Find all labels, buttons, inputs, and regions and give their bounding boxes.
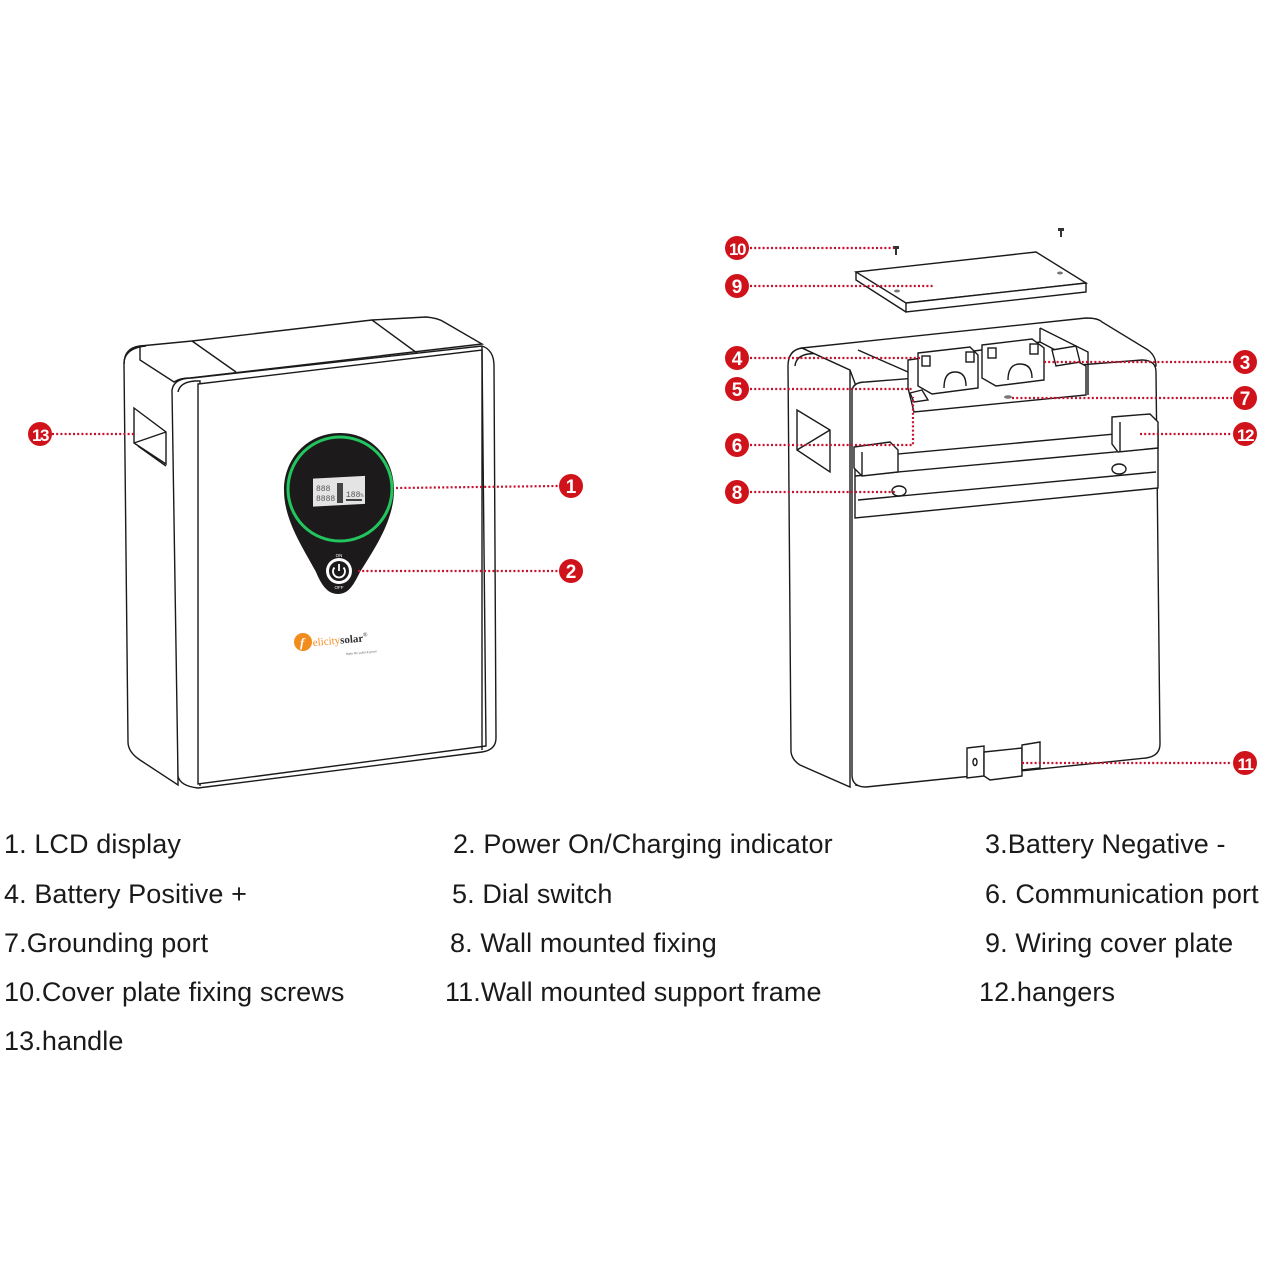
svg-text:11: 11	[1238, 755, 1254, 774]
legend-item-11: 11.Wall mounted support frame	[445, 977, 822, 1007]
legend-item-6: 6. Communication port	[985, 879, 1259, 909]
legend-item-3: 3.Battery Negative -	[985, 829, 1226, 859]
svg-text:3: 3	[1240, 353, 1251, 374]
callout-4: 4	[725, 346, 749, 370]
callout-11: 11	[1233, 751, 1257, 775]
legend-item-7: 7.Grounding port	[4, 928, 209, 958]
callout-9: 9	[725, 274, 749, 298]
ground-tab	[1051, 345, 1081, 367]
hanger-right	[1111, 413, 1159, 453]
fixing-screw-left-icon	[893, 246, 899, 255]
legend-item-10: 10.Cover plate fixing screws	[4, 977, 345, 1007]
battery-diagram: 888 8888 188% ON OFF f elicitysolar® Mak…	[28, 228, 1257, 789]
logo-letter: f	[300, 635, 306, 650]
svg-text:5: 5	[732, 380, 743, 401]
lcd-row1: 888	[316, 485, 331, 494]
svg-text:8: 8	[732, 483, 743, 504]
legend-item-12: 12.hangers	[979, 977, 1116, 1007]
grounding-port	[1004, 395, 1012, 399]
battery-side-panel	[123, 345, 179, 787]
front-view-battery: 888 8888 188% ON OFF f elicitysolar® Mak…	[123, 316, 497, 789]
display-bezel: 888 8888 188% ON OFF	[284, 433, 394, 594]
svg-text:1: 1	[566, 477, 577, 498]
charging-indicator-ring	[286, 435, 394, 543]
battery-top-panel	[139, 316, 485, 383]
callout-3: 3	[1233, 350, 1257, 374]
callout-8: 8	[725, 480, 749, 504]
svg-text:6: 6	[732, 436, 743, 457]
power-off-label: OFF	[335, 585, 344, 590]
back-view-battery	[787, 228, 1161, 789]
power-button[interactable]: ON OFF	[326, 553, 352, 590]
svg-text:4: 4	[732, 349, 743, 370]
svg-text:10: 10	[729, 240, 746, 259]
wall-mount-bracket	[854, 429, 1159, 519]
callout-1: 1	[559, 474, 583, 498]
wall-support-frame	[966, 741, 1041, 781]
handle-recess	[133, 406, 167, 467]
svg-text:13: 13	[32, 426, 49, 445]
callout-5: 5	[725, 377, 749, 401]
power-on-label: ON	[336, 553, 343, 558]
fixing-screw-right-icon	[1058, 228, 1064, 237]
legend-item-8: 8. Wall mounted fixing	[450, 928, 717, 958]
svg-text:12: 12	[1237, 426, 1254, 445]
back-handle-recess	[796, 408, 831, 474]
communication-port	[909, 389, 930, 403]
callout-6: 6	[725, 433, 749, 457]
logo-mark-icon	[294, 633, 312, 651]
back-side-panel	[787, 347, 851, 789]
battery-negative-terminal	[981, 338, 1045, 387]
callout-10: 10	[725, 236, 749, 260]
legend-item-4: 4. Battery Positive +	[4, 879, 247, 909]
legend-item-5: 5. Dial switch	[452, 879, 613, 909]
svg-text:9: 9	[732, 277, 743, 298]
lcd-battery-icon	[337, 483, 343, 503]
brand-logo: f elicitysolar® Make life joyful & green	[294, 631, 377, 656]
svg-text:2: 2	[566, 562, 577, 583]
legend-item-1: 1. LCD display	[4, 829, 181, 859]
legend-item-9: 9. Wiring cover plate	[985, 928, 1234, 958]
lcd-percent: 188%	[346, 491, 363, 500]
callout-12: 12	[1233, 422, 1257, 446]
leader-lines	[52, 246, 1232, 765]
hanger-left	[853, 441, 899, 477]
callout-2: 2	[559, 559, 583, 583]
legend-item-13: 13.handle	[4, 1026, 124, 1056]
legend-item-2: 2. Power On/Charging indicator	[453, 829, 833, 859]
brand-name: elicitysolar®	[312, 631, 369, 649]
brand-tagline: Make life joyful & green	[346, 649, 378, 656]
wiring-cover-plate[interactable]	[853, 251, 1089, 313]
lcd-display: 888 8888 188%	[313, 475, 365, 507]
callout-7: 7	[1233, 386, 1257, 410]
battery-positive-terminal	[917, 346, 979, 395]
svg-text:7: 7	[1240, 389, 1251, 410]
lcd-row2: 8888	[316, 495, 335, 504]
callout-13: 13	[28, 422, 52, 446]
